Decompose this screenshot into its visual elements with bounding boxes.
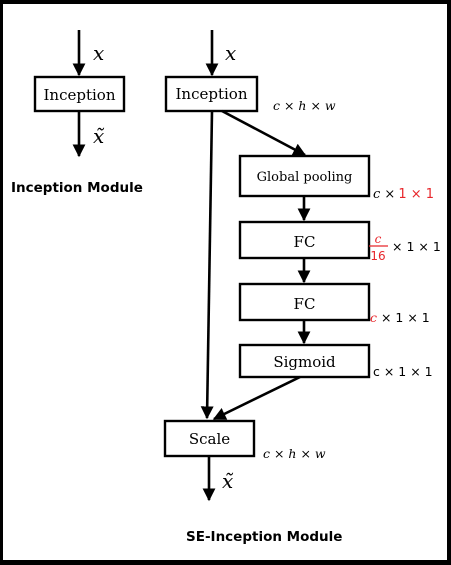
- left-input-symbol: x: [93, 41, 104, 65]
- scale-out-dim: c × h × w: [263, 446, 326, 461]
- fc1-label: FC: [294, 233, 316, 251]
- pooling-dim-c: c ×: [373, 187, 395, 202]
- pooling-dim-rest: 1 × 1: [398, 187, 434, 202]
- fc1-out-dim: c 16 × 1 × 1: [369, 232, 441, 263]
- se-inception-module: x Inception c × h × w Global pooling c ×…: [163, 30, 441, 545]
- sigmoid-out-dim: c × 1 × 1: [373, 364, 433, 379]
- squeeze-branch-arrow: [221, 109, 307, 157]
- inception-out-dim: c × h × w: [273, 98, 336, 113]
- fc2-out-dim: c × 1 × 1: [370, 310, 430, 325]
- fc1-dim-denominator: 16: [370, 249, 385, 263]
- global-pooling-label: Global pooling: [257, 170, 353, 185]
- left-caption: Inception Module: [11, 180, 143, 196]
- right-inception-label: Inception: [176, 85, 248, 103]
- scale-block: [163, 419, 256, 458]
- left-inception-label: Inception: [44, 86, 116, 104]
- right-output-symbol: x̃: [222, 469, 234, 493]
- identity-path-arrow: [200, 110, 214, 420]
- excitation-to-scale-arrow: [212, 375, 301, 421]
- fc1-block: [238, 220, 371, 260]
- sigmoid-block: [238, 343, 371, 379]
- fc1-dim-rest: × 1 × 1: [392, 239, 441, 254]
- fc2-label: FC: [294, 295, 316, 313]
- right-caption: SE-Inception Module: [186, 529, 342, 545]
- sigmoid-label: Sigmoid: [273, 353, 336, 371]
- scale-label: Scale: [189, 430, 230, 448]
- fc2-dim-rest: × 1 × 1: [377, 310, 430, 325]
- pooling-out-dim: c ×1 × 1: [373, 187, 434, 202]
- fc2-dim-c: c: [370, 310, 377, 325]
- fc1-dim-numerator: c: [375, 232, 382, 246]
- inception-module: x Inception x̃ Inception Module: [11, 30, 143, 196]
- right-input-symbol: x: [225, 41, 236, 65]
- left-output-symbol: x̃: [93, 124, 105, 148]
